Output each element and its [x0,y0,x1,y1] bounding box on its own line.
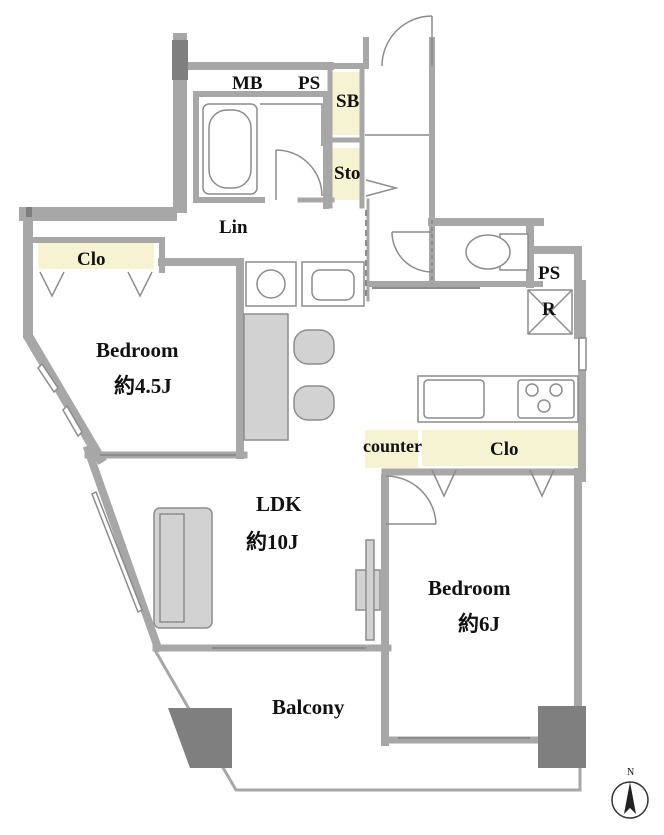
wall-outer-left-lower [82,444,164,654]
compass-arrow-icon [624,782,636,814]
windows [37,337,587,614]
fixtures [153,103,579,641]
closet-doors [39,271,555,498]
washbasin-bowl [311,269,355,301]
window-left-2 [62,404,83,438]
label-bedroom-left: Bedroom [96,338,179,362]
label-ps-right: PS [538,263,561,284]
label-r: R [542,299,556,320]
kitchen-sink [423,379,485,419]
window-left-1 [37,362,59,394]
dining-chair-2 [293,385,335,421]
sliding-doors [100,210,530,739]
bath-area [260,103,323,146]
label-counter: counter [363,436,422,456]
window-left-3 [91,490,143,614]
door-sto [365,179,399,197]
wall-sb-frame [327,63,365,209]
label-bedroom-right-size: 約6J [458,612,500,636]
dining-chair-1 [293,329,335,365]
column-top-left [172,40,188,80]
compass [611,781,649,819]
label-sto: Sto [334,163,361,184]
label-sb: SB [336,91,360,112]
columns [26,40,586,768]
label-ldk-size: 約10J [246,530,299,554]
sofa-seat [159,513,185,623]
hob-burner-2 [549,383,563,397]
storage-sb [332,72,361,135]
hob-burner-3 [537,399,551,413]
bathtub-inner [208,109,252,189]
label-bedroom-left-size: 約4.5J [114,374,172,398]
clo-right-doors [431,469,555,498]
label-lin: Lin [219,217,248,238]
storage-clo-right [422,430,578,466]
door-entry [381,15,433,67]
tv [365,539,375,641]
door-bath [275,149,323,200]
door-bedroom-right [385,475,437,525]
washer-drum [256,269,286,299]
label-ldk: LDK [256,492,302,516]
dining-table [243,313,289,441]
label-north: N [627,767,635,778]
wall-outer-left [23,209,107,465]
storage-areas [38,72,578,468]
label-clo-left: Clo [77,249,106,270]
storage-counter [365,430,418,468]
label-balcony: Balcony [272,695,345,719]
label-mb: MB [232,73,263,94]
window-right-1 [578,337,587,371]
label-clo-right: Clo [490,439,519,460]
column-balcony-left [168,708,232,768]
label-bedroom-right: Bedroom [428,576,511,600]
clo-left-doors [39,271,153,298]
hob-burner-1 [525,383,539,397]
toilet-bowl [465,234,511,270]
label-ps-top: PS [298,73,321,94]
refrigerator-x [527,289,573,335]
column-balcony-right [538,706,586,768]
door-wc [391,231,433,273]
storage-sto [332,148,361,200]
wall-bedroom-left-clo [25,237,165,273]
column-left-top [26,207,32,217]
swing-doors [275,15,437,525]
storage-clo-left [38,242,154,269]
